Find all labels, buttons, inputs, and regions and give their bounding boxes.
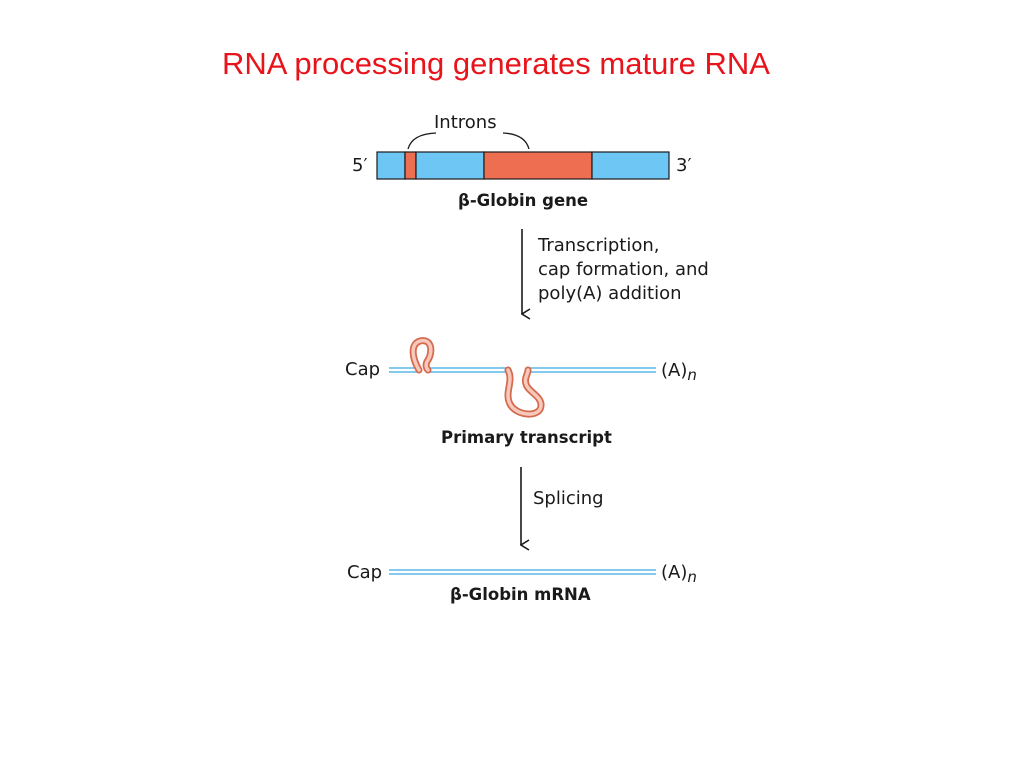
mrna-label-greek: β <box>450 585 462 604</box>
intron-2 <box>483 151 593 180</box>
mrna-cap-label: Cap <box>347 562 382 583</box>
five-prime-label: 5′ <box>352 155 368 176</box>
primary-tail-sub: n <box>687 366 697 384</box>
primary-transcript-label: Primary transcript <box>441 428 612 447</box>
three-prime-label: 3′ <box>676 155 692 176</box>
mrna-tail-label: (A)n <box>661 562 697 586</box>
primary-cap-label: Cap <box>345 359 380 380</box>
primary-tail-text: (A) <box>661 360 687 381</box>
intron-loop-1 <box>411 338 433 372</box>
exon-1 <box>376 151 406 180</box>
exon-3 <box>591 151 670 180</box>
slide-title: RNA processing generates mature RNA <box>222 46 770 81</box>
step1-line2: cap formation, and <box>538 259 709 280</box>
gene-label-text: -Globin gene <box>470 191 588 210</box>
splicing-label: Splicing <box>533 488 604 509</box>
mrna-label-text: -Globin mRNA <box>462 585 591 604</box>
introns-bracket-left <box>407 132 437 150</box>
intron-loop-2 <box>506 368 543 416</box>
mrna-tail-sub: n <box>687 568 697 586</box>
beta-globin-gene-bar <box>376 151 670 180</box>
primary-transcript-strand <box>389 367 656 373</box>
primary-tail-label: (A)n <box>661 360 697 384</box>
introns-label: Introns <box>434 112 497 133</box>
gene-label-greek: β <box>458 191 470 210</box>
mrna-strand <box>389 569 656 575</box>
mrna-tail-text: (A) <box>661 562 687 583</box>
mrna-label: β-Globin mRNA <box>450 585 591 604</box>
step1-line3: poly(A) addition <box>538 283 682 304</box>
intron-1 <box>404 151 417 180</box>
introns-bracket-right <box>502 132 530 150</box>
gene-label: β-Globin gene <box>458 191 588 210</box>
step1-line1: Transcription, <box>537 235 660 256</box>
exon-2 <box>415 151 485 180</box>
